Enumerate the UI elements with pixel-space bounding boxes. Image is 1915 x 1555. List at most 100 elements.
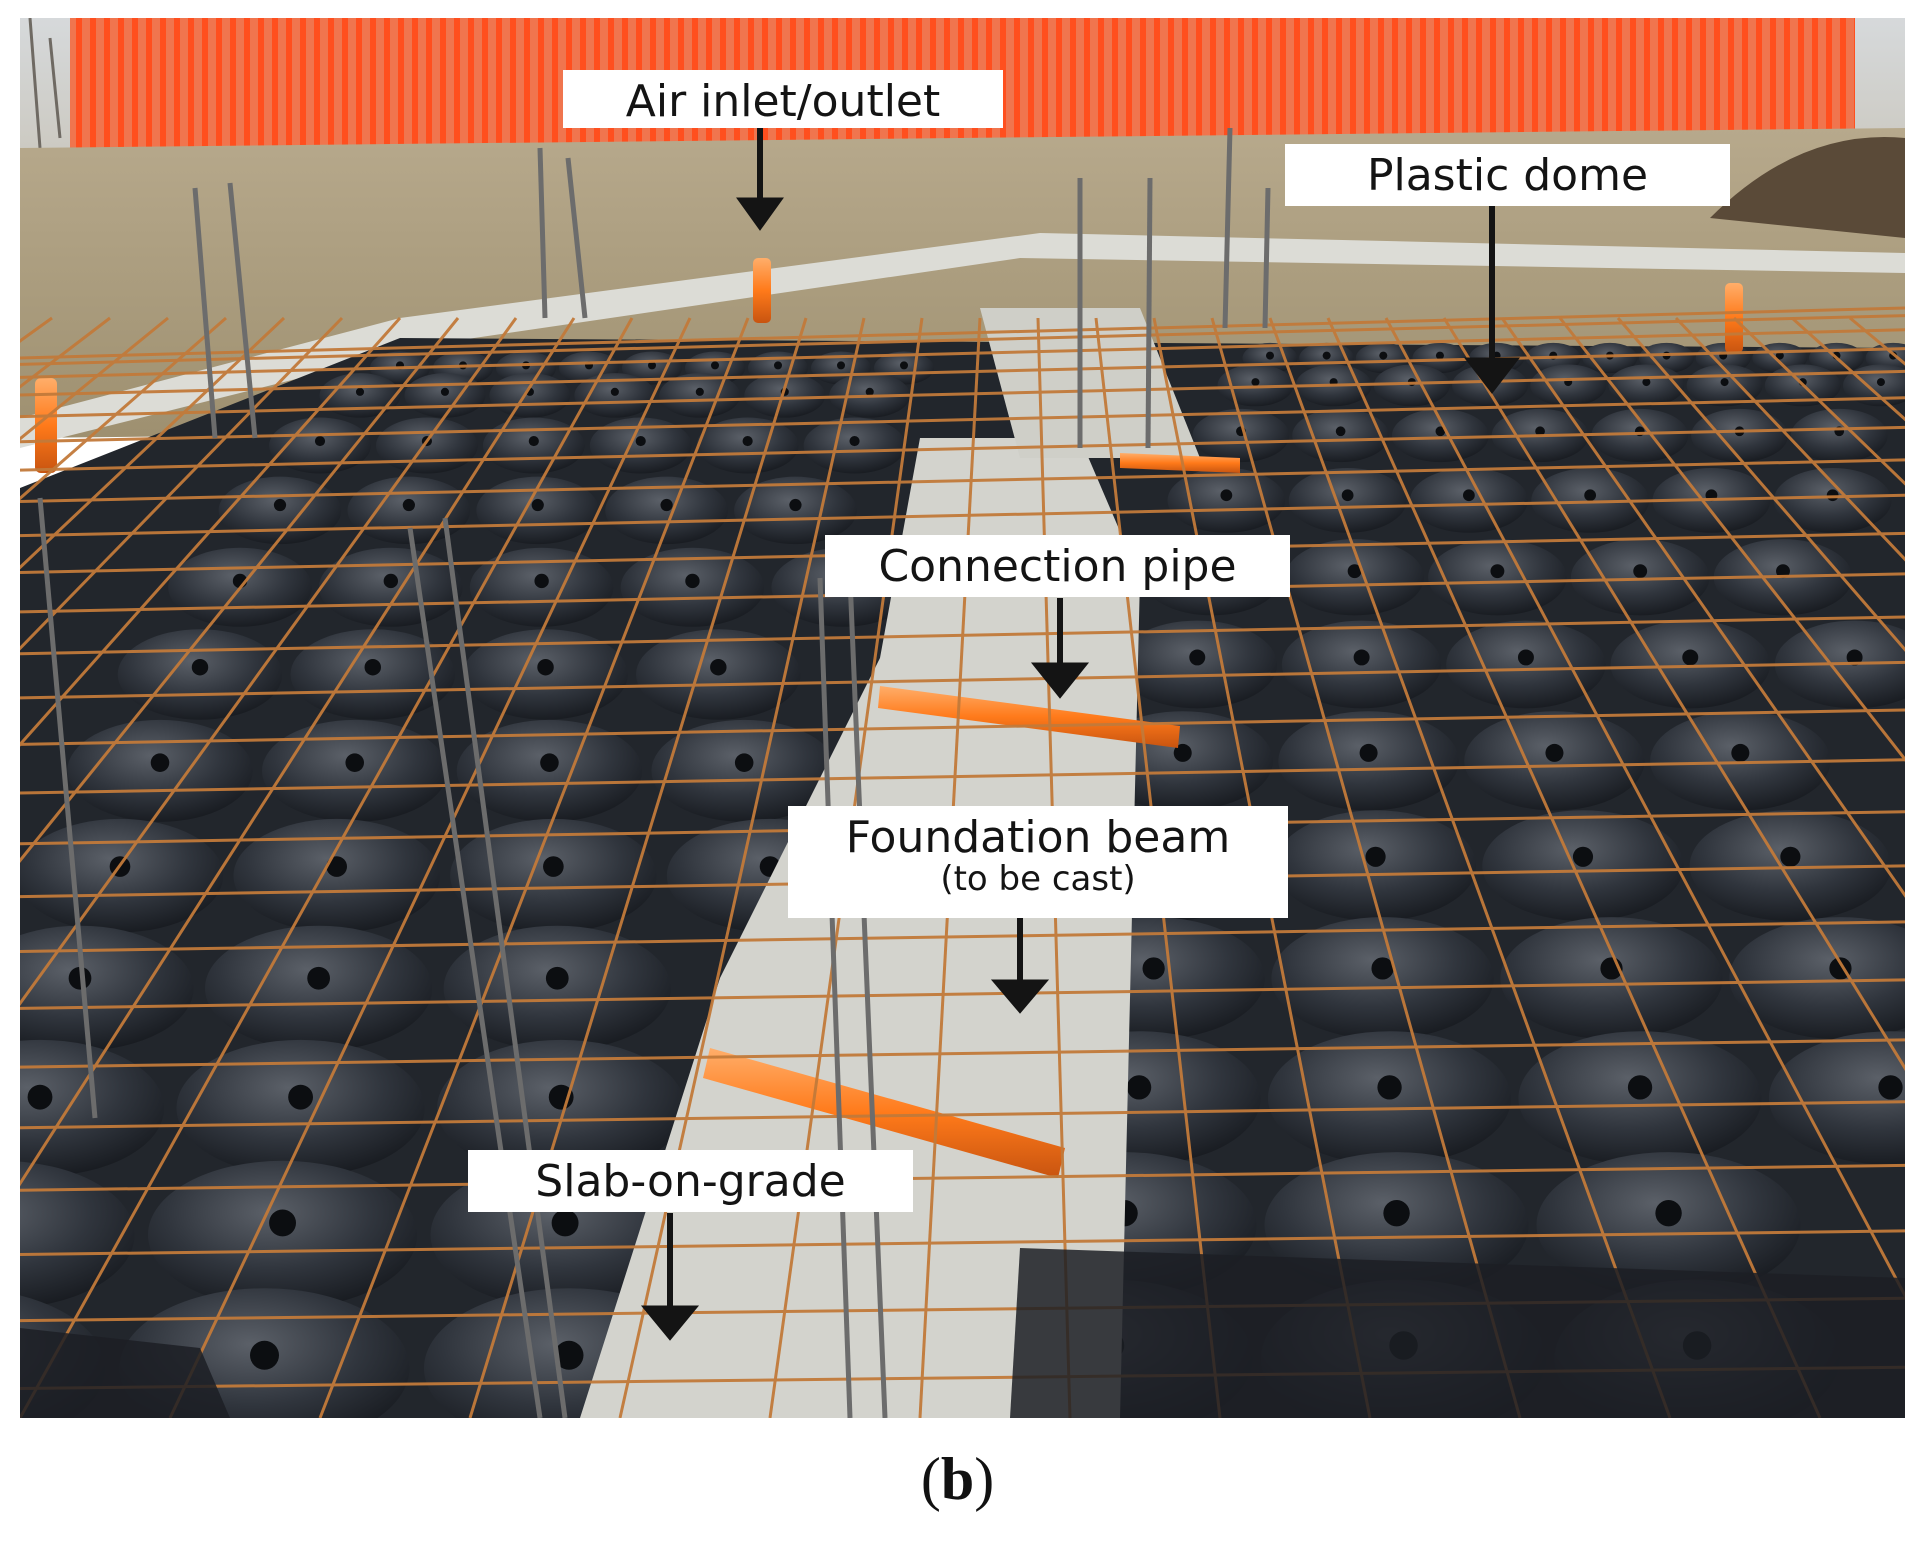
dome-hole: [1846, 649, 1863, 666]
rebar-bar: [20, 369, 1905, 419]
dome-hole: [610, 387, 619, 396]
dome-hole: [551, 1209, 579, 1237]
dome-hole: [364, 658, 382, 676]
dome-hole: [849, 435, 860, 447]
dome-hole: [710, 658, 727, 676]
caption-close-paren: ): [974, 1446, 995, 1512]
label-foundation-beam-subtext: (to be cast): [940, 859, 1136, 899]
dome-hole: [1435, 426, 1446, 437]
dome-hole: [1142, 957, 1165, 980]
dome-hole: [1775, 351, 1784, 360]
dome-hole: [1341, 489, 1354, 502]
rebar-bar: [20, 316, 344, 651]
dome-hole: [326, 856, 347, 877]
dome-hole: [1584, 489, 1597, 502]
formwork: [1010, 1248, 1905, 1418]
dome-hole: [1490, 564, 1505, 579]
dome-hole: [900, 361, 908, 370]
dome-hole: [1173, 743, 1192, 762]
dome-hole: [345, 753, 364, 772]
dome-hole: [1383, 1199, 1410, 1227]
rebar-bar: [20, 1038, 1905, 1069]
rebar-bar: [618, 317, 866, 1418]
dome-hole: [1353, 649, 1370, 666]
dome-hole: [1633, 564, 1648, 579]
dome-hole: [1776, 564, 1790, 579]
air-pipe-left: [35, 378, 57, 473]
dome-hole: [1371, 957, 1394, 980]
formwork-left: [20, 1328, 230, 1418]
rebar-bar: [1442, 317, 1905, 1072]
rebar-bar: [318, 317, 750, 1418]
dome-hole: [1655, 1199, 1682, 1227]
rebar-bar: [1674, 316, 1905, 562]
dome-hole: [1126, 1075, 1152, 1100]
dome-hole: [1780, 846, 1801, 867]
dome-hole: [355, 387, 365, 396]
dome-hole: [685, 573, 700, 589]
connection-pipe-far: [1120, 453, 1240, 473]
dome-hole: [1462, 489, 1475, 502]
dome-hole: [1878, 1075, 1903, 1100]
dome-hole: [1266, 351, 1274, 360]
trees: [28, 18, 102, 179]
dome-hole: [1220, 489, 1233, 502]
arrow-plastic-dome-icon: [1463, 206, 1521, 394]
rebar-bar: [20, 978, 1905, 1010]
arrow-air-inlet-icon: [736, 128, 784, 231]
dome-hole: [534, 573, 549, 589]
arrow-foundation-beam-icon: [990, 918, 1050, 1014]
dome-hole: [1535, 426, 1545, 437]
label-connection-pipe-text: Connection pipe: [878, 541, 1237, 592]
dome-hole: [1435, 351, 1444, 360]
dome-hole: [528, 435, 539, 447]
dome-hole: [383, 573, 398, 589]
dome-hole: [865, 387, 874, 396]
dome-hole: [1876, 378, 1885, 387]
rebar-bar: [20, 493, 1905, 538]
dome-hole: [250, 1340, 279, 1370]
rebar-bar: [1384, 317, 1905, 1299]
dome-hole: [191, 658, 209, 676]
dome-hole: [27, 1084, 53, 1110]
plastic-dome: [1729, 917, 1905, 1040]
label-foundation-beam-text: Foundation beam: [845, 812, 1231, 863]
rebar-bar: [1616, 317, 1905, 652]
label-slab-on-grade: Slab-on-grade: [468, 1150, 913, 1212]
dome-hole: [314, 435, 326, 447]
rebar-bar: [20, 317, 402, 747]
rebar-bar: [20, 316, 286, 570]
caption-letter: b: [940, 1446, 975, 1512]
dome-hole: [540, 753, 559, 772]
dome-hole: [711, 361, 719, 370]
connection-pipe-lower: [703, 1048, 1065, 1178]
arrows: [640, 128, 1521, 1341]
dome-hole: [695, 387, 704, 396]
dome-hole: [273, 498, 287, 512]
plastic-dome: [20, 925, 194, 1051]
label-slab-on-grade-text: Slab-on-grade: [535, 1156, 846, 1207]
caption-open-paren: (: [920, 1446, 941, 1512]
label-air-inlet: Air inlet/outlet: [563, 70, 1003, 128]
connection-pipe-shape: [878, 686, 1180, 748]
dome-hole: [1517, 649, 1534, 666]
rebar-bar: [20, 708, 1905, 746]
rebar-bar: [20, 425, 1905, 472]
dome-hole: [1335, 426, 1346, 437]
air-pipe-center: [753, 258, 771, 323]
dome-hole: [660, 498, 673, 512]
rebar-bar: [20, 317, 518, 1006]
dome-hole: [1731, 743, 1750, 762]
dome-hole: [1627, 1075, 1653, 1100]
rebar-bar: [20, 317, 634, 1418]
rebar-bar: [168, 317, 692, 1418]
dome-hole: [1545, 743, 1564, 762]
dome-hole: [635, 435, 646, 447]
dome-hole: [440, 387, 450, 396]
rebar-bar: [20, 758, 1905, 795]
dome-hole: [1642, 378, 1651, 387]
dome-hole: [1322, 351, 1331, 360]
plastic-dome: [1768, 1031, 1905, 1165]
dome-hole: [269, 1209, 296, 1237]
dome-hole: [1347, 564, 1362, 579]
